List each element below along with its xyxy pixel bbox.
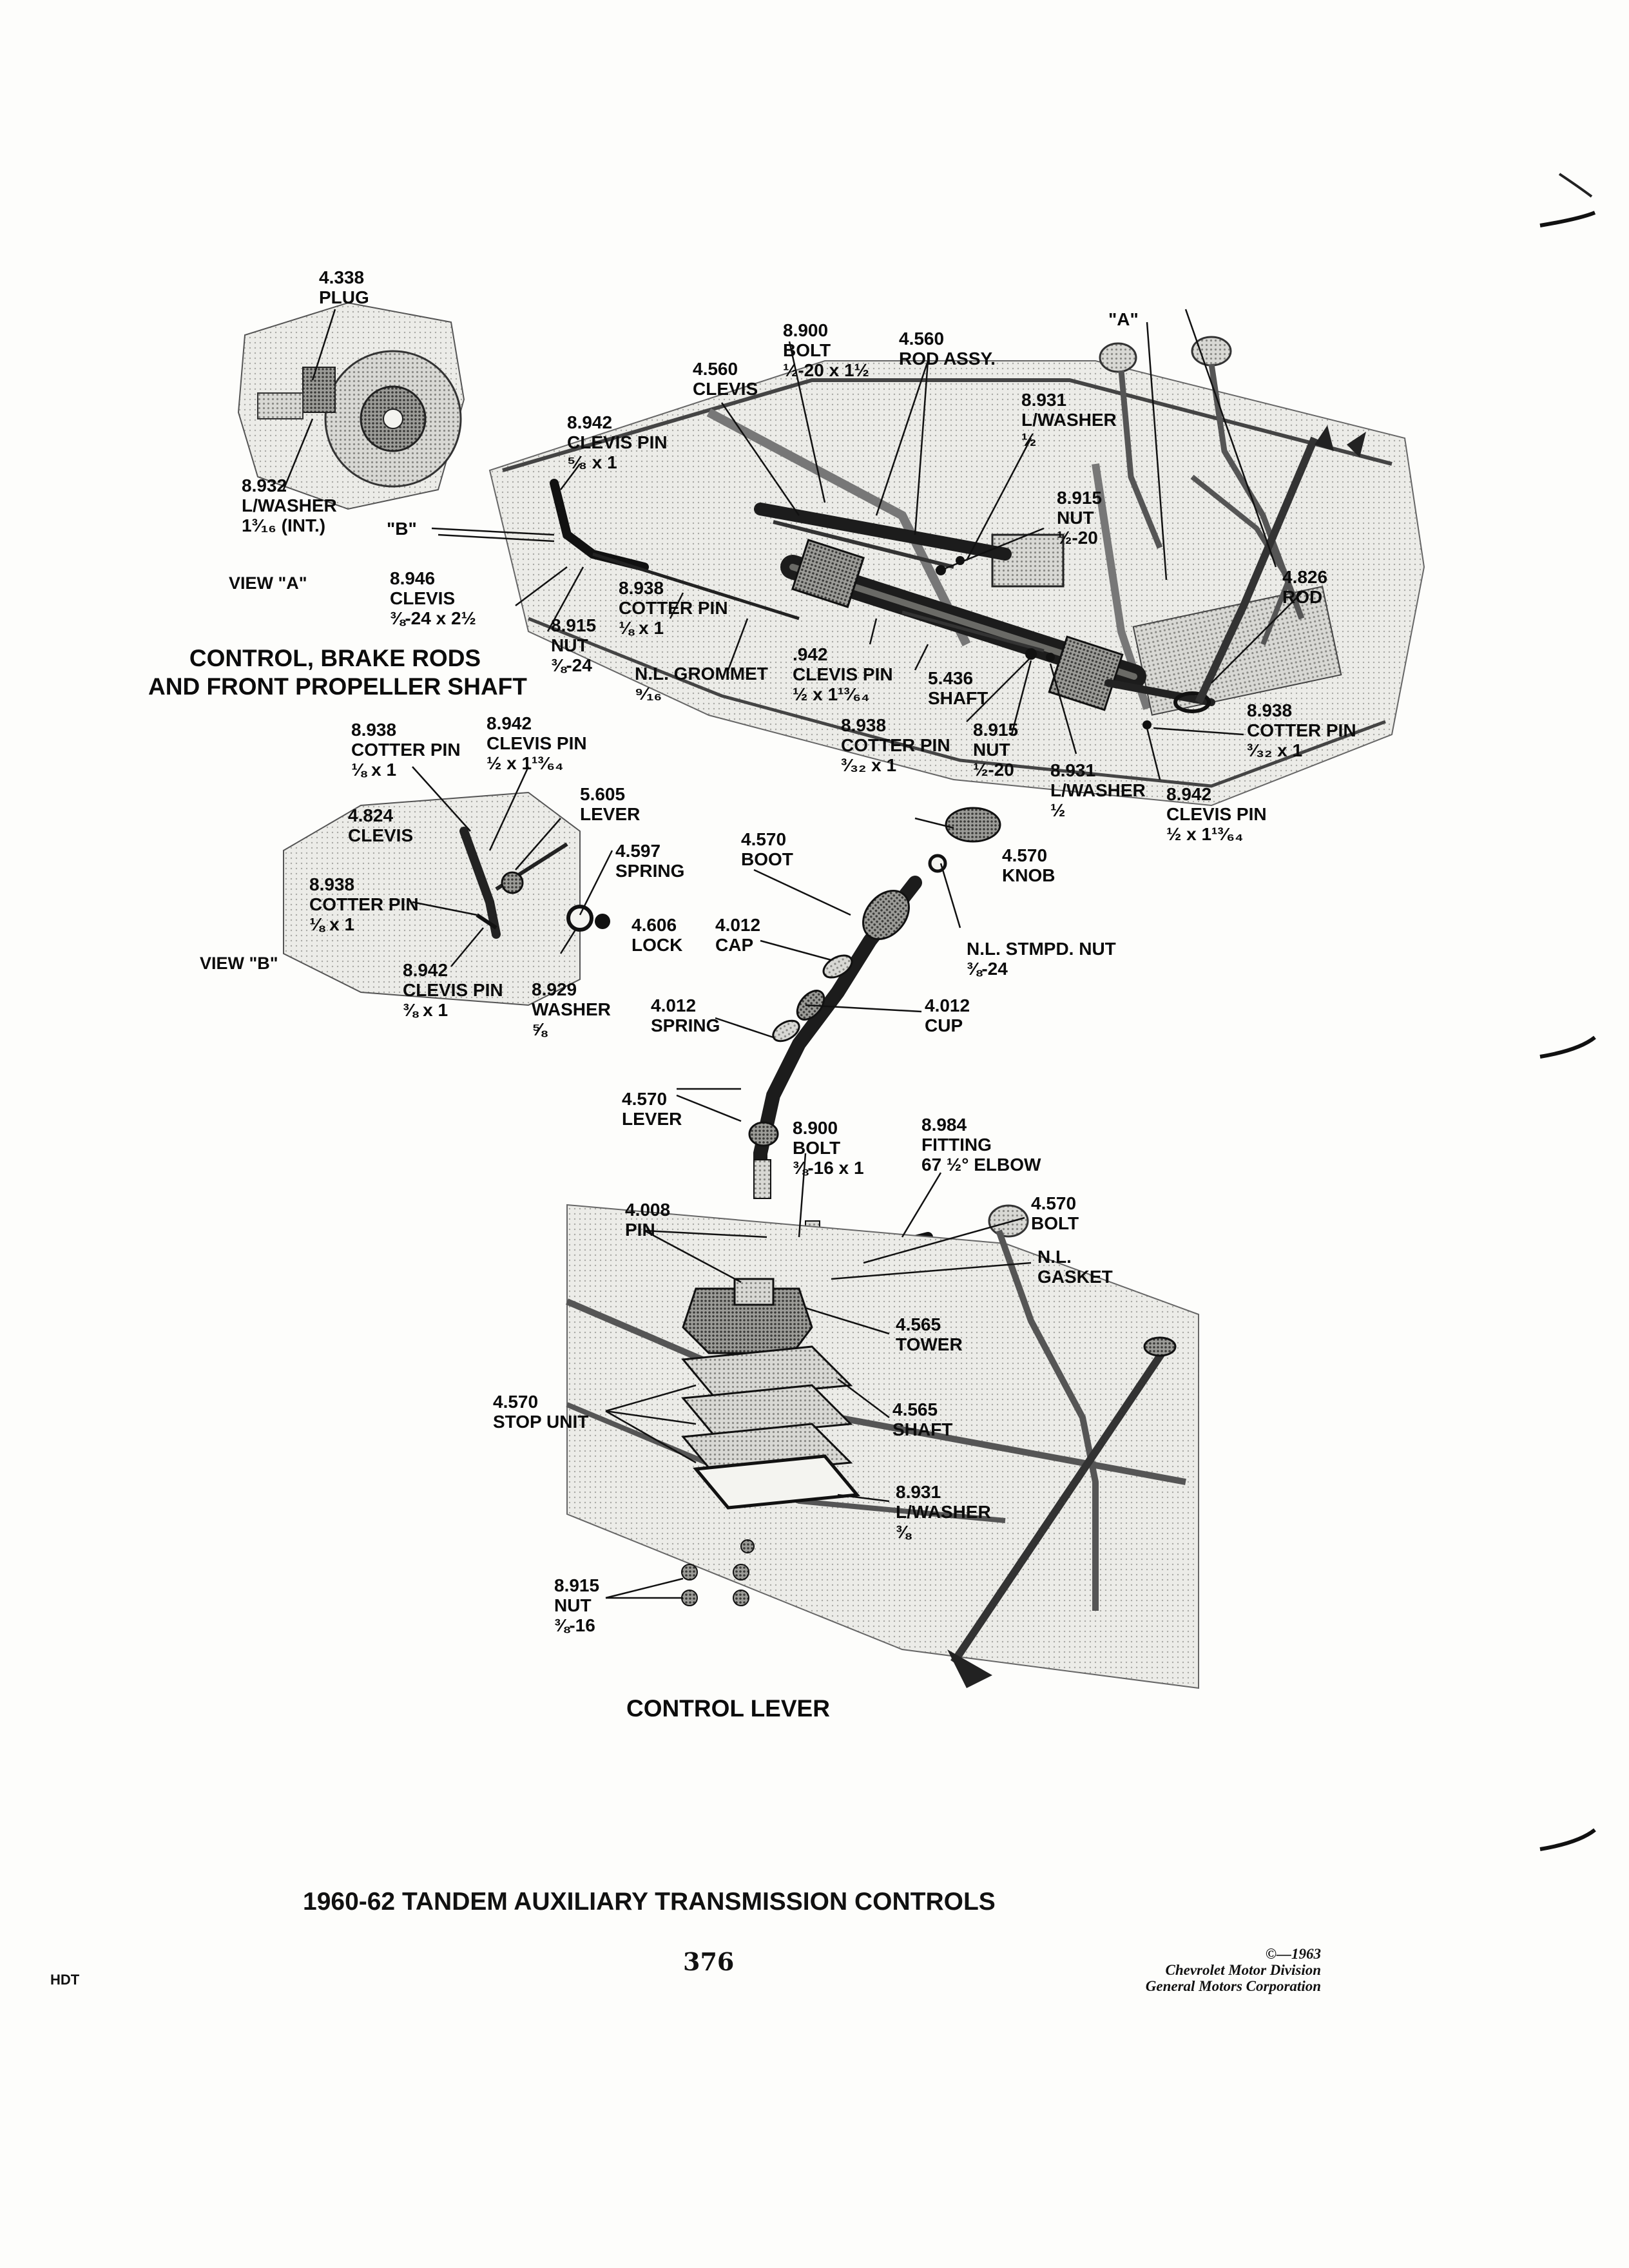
view-a-label: VIEW "A" [229,573,307,593]
brake-rod-assembly [550,479,1215,729]
callout-b: "B" [387,519,417,539]
label-gasket: N.L.GASKET [1037,1247,1113,1287]
view-a-shift-levers [1099,336,1366,704]
section-code: HDT [50,1972,80,1988]
page-edge-marks [1539,173,1596,1851]
page-title: 1960-62 TANDEM AUXILIARY TRANSMISSION CO… [303,1888,996,1916]
caption-control-lever: CONTROL LEVER [626,1695,830,1722]
view-b-label: VIEW "B" [200,954,278,973]
leader-lines [282,309,1302,1599]
callout-a: "A" [1108,309,1139,329]
control-lever-illustration [566,807,1199,1689]
view-a-transmission-illustration [237,302,465,510]
page-number: 376 [683,1947,735,1976]
copyright-block: ©—1963 Chevrolet Motor Division General … [1145,1946,1321,1994]
view-b-illustration [283,791,610,1006]
front-propeller-shaft [780,533,1146,711]
